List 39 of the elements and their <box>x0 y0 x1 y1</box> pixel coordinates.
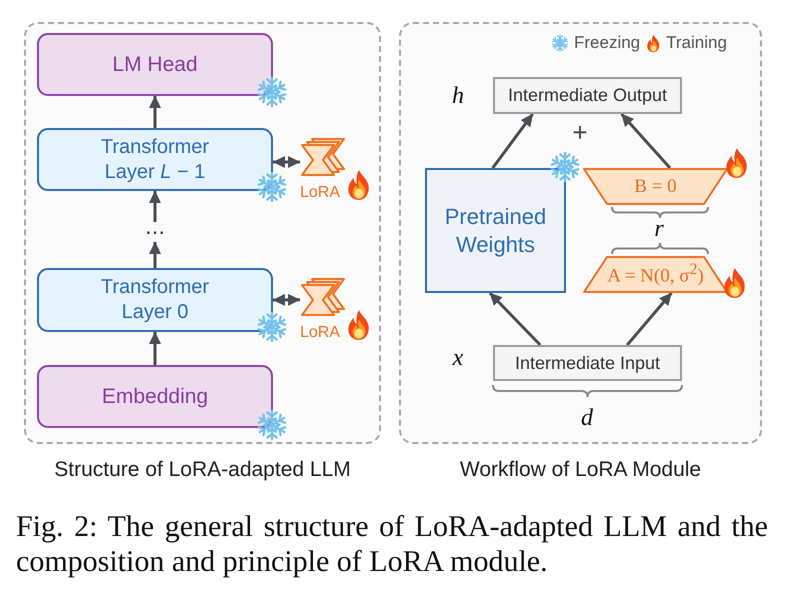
double-arrow <box>272 156 300 168</box>
ellipsis-text: ⋯ <box>145 222 165 242</box>
node-label: LM Head <box>112 52 198 76</box>
node-label: Transformer Layer L − 1 <box>100 134 210 184</box>
math-variable: r <box>654 216 664 242</box>
node-label: LoRA <box>300 184 340 202</box>
legend-label: Training <box>666 33 727 53</box>
process-box <box>37 365 273 428</box>
arrow <box>620 113 672 169</box>
arrow <box>149 96 161 128</box>
formula-label: B = 0 <box>634 176 677 198</box>
figure-caption: Fig. 2: The general structure of LoRA-adapted LLM and the composition and principle of LoRA module. <box>16 509 768 579</box>
arrow <box>149 242 161 268</box>
math-variable: d <box>581 405 593 431</box>
double-arrow <box>272 294 300 306</box>
math-variable: x <box>452 345 464 371</box>
math-variable: h <box>452 83 464 109</box>
node-label: LoRA <box>300 324 340 342</box>
weights-box <box>425 168 566 293</box>
node-label: Pretrained Weights <box>444 202 548 258</box>
arrow <box>149 332 161 365</box>
plus-sign: + <box>572 119 588 145</box>
legend-label: Freezing <box>574 33 640 53</box>
node-label: Embedding <box>102 384 208 408</box>
node-label: Transformer Layer 0 <box>100 275 210 325</box>
panel-title: Structure of LoRA-adapted LLM <box>54 458 351 482</box>
arrow <box>626 292 673 346</box>
panel-title: Workflow of LoRA Module <box>460 458 702 482</box>
node-label: Intermediate Input <box>514 352 660 374</box>
process-box <box>37 33 273 96</box>
arrow <box>491 113 534 169</box>
process-box <box>493 77 682 114</box>
node-label: Intermediate Output <box>508 85 668 106</box>
process-box <box>37 128 273 191</box>
process-box <box>37 268 273 332</box>
arrow <box>488 292 542 346</box>
arrow <box>149 190 161 222</box>
formula-label: A = N(0, σ$^{2}$) <box>607 261 704 288</box>
process-box <box>493 345 682 381</box>
